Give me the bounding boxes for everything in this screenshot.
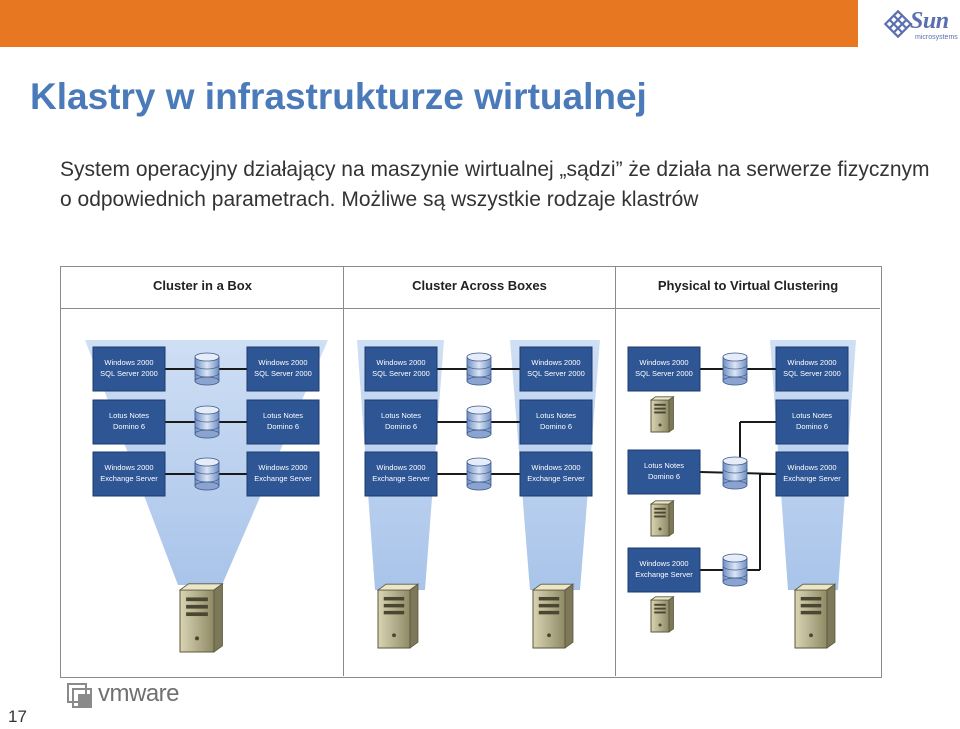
sun-logo: Sun microsystems [884,6,958,46]
vm-label: Lotus Notes [536,411,576,420]
database-icon [722,456,748,490]
vmware-logo: vmware [66,676,191,720]
vm-label: Windows 2000 [787,463,836,472]
vm-label: SQL Server 2000 [783,369,841,378]
physical-server-icon [178,583,224,653]
panel-title-cluster-in-a-box: Cluster in a Box [153,278,252,293]
page-number: 17 [8,707,27,726]
physical-server-icon [531,583,575,649]
vm-label: Windows 2000 [376,463,425,472]
database-icon [194,352,220,386]
slide-title: Klastry w infrastrukturze wirtualnej [30,76,647,117]
physical-server-icon [649,596,675,633]
vm-label: SQL Server 2000 [527,369,585,378]
physical-server-icon [793,583,837,649]
vm-label: SQL Server 2000 [635,369,693,378]
vm-label: Domino 6 [385,422,417,431]
top-banner [0,0,858,47]
database-icon [722,352,748,386]
vm-label: Exchange Server [254,474,312,483]
vm-label: Lotus Notes [263,411,303,420]
vm-label: Windows 2000 [787,358,836,367]
database-icon [194,457,220,491]
slide-body: System operacyjny działający na maszynie… [60,158,930,211]
vm-label: SQL Server 2000 [254,369,312,378]
vm-label: Windows 2000 [258,463,307,472]
database-icon [722,553,748,587]
panel-title-cluster-across-boxes: Cluster Across Boxes [412,278,547,293]
vm-label: Windows 2000 [639,559,688,568]
vmware-squares-icon [67,683,92,708]
vm-label: Domino 6 [796,422,828,431]
vm-label: Windows 2000 [531,358,580,367]
sun-diamond-icon [884,10,912,38]
vm-label: Lotus Notes [644,461,684,470]
vm-label: Domino 6 [113,422,145,431]
vm-label: Lotus Notes [792,411,832,420]
vm-label: Exchange Server [100,474,158,483]
vm-label: Domino 6 [267,422,299,431]
vm-label: Lotus Notes [109,411,149,420]
panel-title-physical-to-virtual: Physical to Virtual Clustering [657,278,839,293]
vm-label: Windows 2000 [104,358,153,367]
vm-label: Exchange Server [527,474,585,483]
sun-logo-sub: microsystems [915,34,958,41]
vm-label: Windows 2000 [104,463,153,472]
vm-label: Windows 2000 [258,358,307,367]
vm-label: Windows 2000 [639,358,688,367]
physical-server-icon [649,396,675,433]
sun-logo-word: Sun [910,8,949,34]
database-icon [194,405,220,439]
vm-label: Exchange Server [635,570,693,579]
vm-label: Exchange Server [783,474,841,483]
diagram-header-line [61,308,880,309]
vm-label: Windows 2000 [376,358,425,367]
panel-divider-2 [615,266,616,676]
vm-label: SQL Server 2000 [100,369,158,378]
vm-label: SQL Server 2000 [372,369,430,378]
vm-label: Domino 6 [540,422,572,431]
vm-label: Exchange Server [372,474,430,483]
vm-label: Lotus Notes [381,411,421,420]
database-icon [466,352,492,386]
vm-label: Domino 6 [648,472,680,481]
vmware-logo-text: vmware [98,680,180,707]
database-icon [466,457,492,491]
panel-divider-1 [343,266,344,676]
physical-server-icon [649,500,675,537]
database-icon [466,405,492,439]
physical-server-icon [376,583,420,649]
vm-label: Windows 2000 [531,463,580,472]
